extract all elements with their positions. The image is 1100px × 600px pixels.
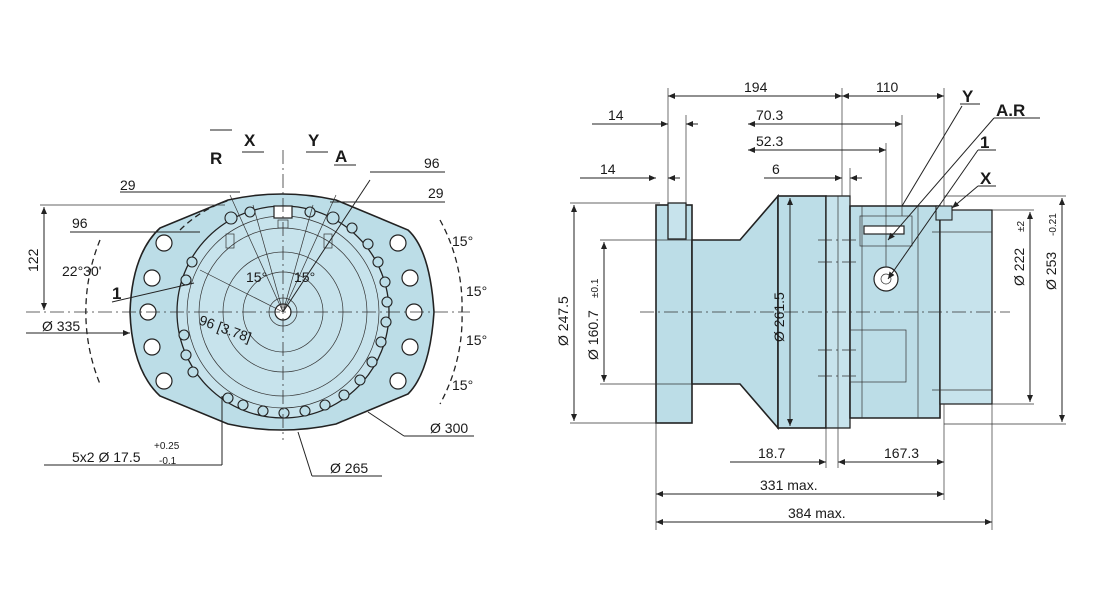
side-internal-details bbox=[818, 196, 992, 428]
dim-15-r2: 15° bbox=[466, 283, 487, 299]
front-port-a bbox=[323, 233, 333, 249]
dim-15-r3: 15° bbox=[466, 332, 487, 348]
dim-15-r4: 15° bbox=[452, 377, 473, 393]
side-x-leader bbox=[951, 185, 979, 209]
front-label-r: R bbox=[210, 149, 222, 168]
port-1-leader bbox=[111, 282, 195, 303]
front-label-x: X bbox=[244, 131, 256, 150]
dim-holes-main: 5x2 Ø 17.5 bbox=[72, 449, 141, 465]
dim-300: Ø 300 bbox=[430, 420, 468, 436]
dim-335: Ø 335 bbox=[42, 318, 80, 334]
dim-6: 6 bbox=[772, 161, 780, 177]
side-1-leader bbox=[887, 149, 979, 280]
dim-29-right: 29 bbox=[428, 185, 444, 201]
dim-14-mid: 14 bbox=[600, 161, 616, 177]
front-port-r bbox=[225, 233, 235, 249]
dim-261-5: Ø 261.5 bbox=[771, 292, 787, 342]
dim-384: 384 max. bbox=[788, 505, 846, 521]
dim-70-3: 70.3 bbox=[756, 107, 783, 123]
dim-15-inner-right: 15° bbox=[294, 269, 315, 285]
dim-15-r1: 15° bbox=[452, 233, 473, 249]
dim-222-tol: ±2 bbox=[1016, 221, 1027, 232]
side-end-cap bbox=[939, 209, 993, 405]
dim-15-inner-left: 15° bbox=[246, 269, 267, 285]
side-y-leader bbox=[901, 105, 963, 207]
side-ar-leader bbox=[887, 117, 995, 241]
front-label-y: Y bbox=[308, 131, 320, 150]
dim-160-7: Ø 160.7 bbox=[585, 310, 601, 360]
dim-194: 194 bbox=[744, 79, 768, 95]
front-ray-r bbox=[229, 194, 284, 313]
side-label-x: X bbox=[980, 169, 992, 188]
dim-96-right: 96 bbox=[424, 155, 440, 171]
dim-52-3: 52.3 bbox=[756, 133, 783, 149]
side-view: Y A.R 1 X 194 110 14 70.3 52.3 14 6 Ø 24… bbox=[555, 79, 1066, 530]
dim-14-top: 14 bbox=[608, 107, 624, 123]
dim-110: 110 bbox=[876, 79, 899, 95]
side-x-port bbox=[935, 205, 953, 221]
side-label-y: Y bbox=[962, 87, 974, 106]
side-label-1: 1 bbox=[980, 133, 989, 152]
dim-331: 331 max. bbox=[760, 477, 818, 493]
d300-leader bbox=[367, 411, 405, 437]
side-label-ar: A.R bbox=[996, 101, 1025, 120]
front-ray-a bbox=[282, 194, 337, 313]
dim-29-top: 29 bbox=[120, 177, 136, 193]
front-ray-x bbox=[252, 204, 284, 313]
dim-222: Ø 222 bbox=[1011, 248, 1027, 286]
dim-18-7: 18.7 bbox=[758, 445, 785, 461]
front-ray-1 bbox=[199, 269, 284, 313]
front-label-1: 1 bbox=[112, 284, 121, 303]
side-mount-lip bbox=[667, 202, 687, 240]
d265-leader bbox=[297, 431, 313, 477]
dim-253-tol: -0.21 bbox=[1048, 213, 1059, 236]
dim-265: Ø 265 bbox=[330, 460, 368, 476]
dim-122: 122 bbox=[25, 248, 41, 272]
front-view: R X Y A 1 29 96 29 96 122 22°30' Ø 335 1… bbox=[25, 129, 487, 477]
front-ray-y bbox=[282, 204, 314, 313]
dim-22-30: 22°30' bbox=[62, 263, 101, 279]
dim-160-7-tol: ±0.1 bbox=[590, 278, 601, 298]
dim-holes-tol-upper: +0.25 bbox=[154, 441, 180, 452]
dim-96-left: 96 bbox=[72, 215, 88, 231]
dim-253: Ø 253 bbox=[1043, 252, 1059, 290]
dim-247-5: Ø 247.5 bbox=[555, 296, 571, 346]
dim-167-3: 167.3 bbox=[884, 445, 919, 461]
front-label-a: A bbox=[335, 147, 347, 166]
front-flange-holes-left bbox=[139, 234, 173, 390]
dim-holes-tol-lower: -0.1 bbox=[159, 456, 177, 467]
front-dash-top bbox=[179, 199, 231, 231]
front-flange-holes-right bbox=[389, 234, 423, 390]
